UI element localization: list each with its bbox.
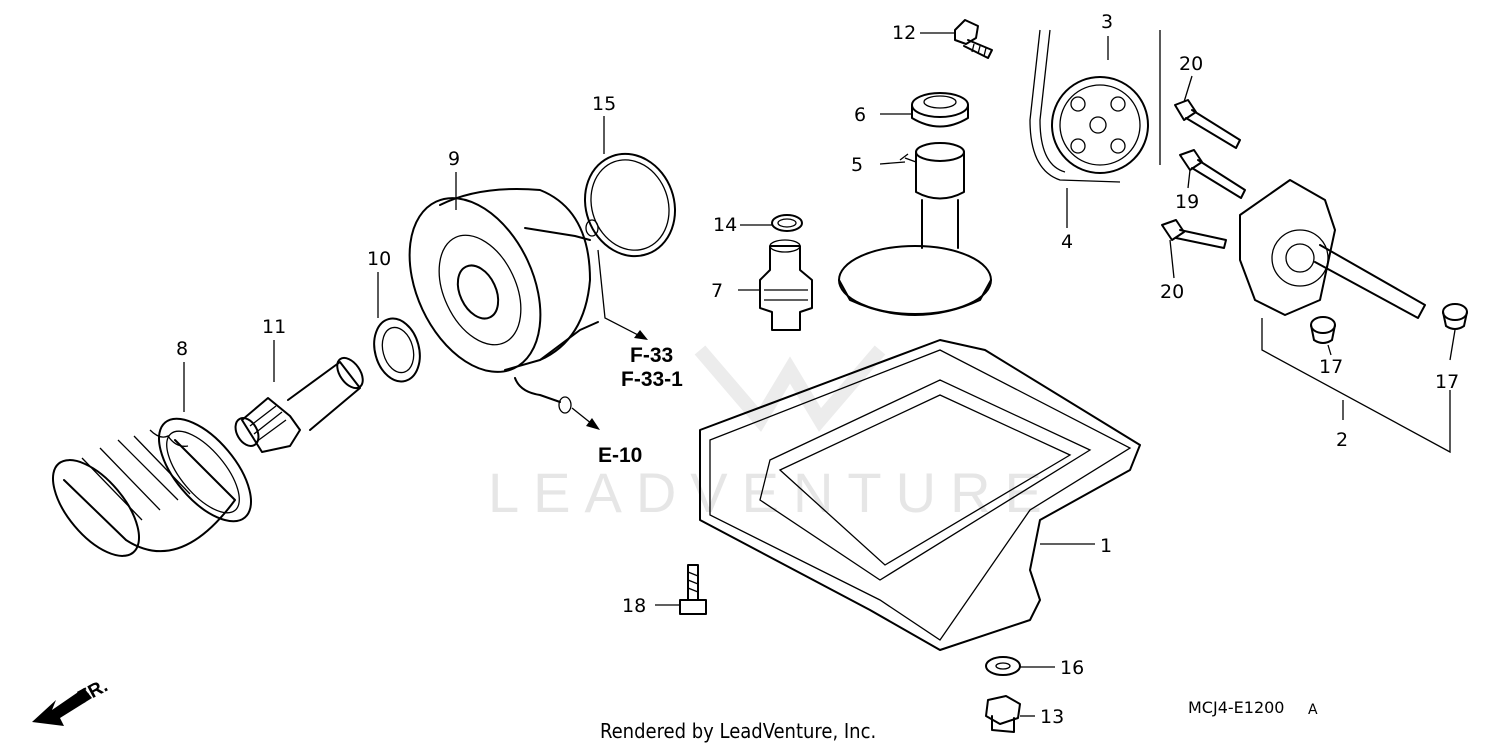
label-part-20b[interactable]: 20 — [1160, 281, 1184, 303]
arrow-f33-icon — [634, 330, 648, 340]
label-part-3[interactable]: 3 — [1101, 11, 1113, 33]
part-6-seal[interactable] — [911, 92, 969, 128]
label-part-13[interactable]: 13 — [1040, 706, 1064, 728]
label-part-4[interactable]: 4 — [1061, 231, 1073, 253]
label-part-18[interactable]: 18 — [622, 595, 646, 617]
part-16-washer[interactable] — [985, 656, 1021, 676]
label-part-1[interactable]: 1 — [1100, 535, 1112, 557]
label-part-19[interactable]: 19 — [1175, 191, 1199, 213]
diagram-revision: A — [1308, 702, 1318, 718]
part-20-bolt-lower[interactable] — [1161, 219, 1227, 249]
part-8-oil-filter[interactable] — [37, 403, 268, 570]
part-15-o-ring[interactable] — [571, 141, 689, 269]
part-5-oil-strainer[interactable] — [838, 142, 992, 316]
front-direction: FR. — [32, 676, 111, 726]
front-arrow-icon — [32, 688, 92, 726]
label-part-12[interactable]: 12 — [892, 22, 916, 44]
ref-f33[interactable]: F-33 — [630, 344, 673, 367]
label-part-14[interactable]: 14 — [713, 214, 737, 236]
label-part-11[interactable]: 11 — [262, 316, 286, 338]
label-part-7[interactable]: 7 — [711, 280, 723, 302]
watermark: LEADVENTURE — [488, 345, 1056, 524]
part-2-oil-pump[interactable] — [1239, 179, 1426, 319]
part-17-dowel-pin-a[interactable] — [1310, 316, 1336, 344]
part-1-oil-pan[interactable] — [699, 339, 1141, 651]
footer-credit: Rendered by LeadVenture, Inc. — [600, 719, 876, 743]
leader-lines — [183, 32, 1456, 717]
part-19-bolt[interactable] — [1179, 149, 1246, 199]
label-part-20a[interactable]: 20 — [1179, 53, 1203, 75]
ref-e10[interactable]: E-10 — [598, 444, 642, 467]
part-17-dowel-pin-b[interactable] — [1442, 303, 1468, 330]
reference-labels: F-33 F-33-1 E-10 — [598, 344, 683, 467]
part-12-bolt[interactable] — [954, 19, 993, 59]
label-part-15[interactable]: 15 — [592, 93, 616, 115]
part-14-washer[interactable] — [771, 214, 803, 232]
part-20-bolt-upper[interactable] — [1174, 99, 1241, 149]
arrow-e10-icon — [586, 418, 600, 430]
label-part-9[interactable]: 9 — [448, 148, 460, 170]
part-4-cam-chain[interactable] — [1029, 29, 1161, 183]
label-part-17a[interactable]: 17 — [1319, 356, 1343, 378]
label-part-6[interactable]: 6 — [854, 104, 866, 126]
diagram-code: MCJ4-E1200 — [1188, 698, 1284, 717]
label-part-16[interactable]: 16 — [1060, 657, 1084, 679]
ref-f33-1[interactable]: F-33-1 — [621, 368, 683, 391]
watermark-text: LEADVENTURE — [488, 461, 1056, 524]
part-11-oil-bolt[interactable] — [231, 353, 368, 453]
label-part-10[interactable]: 10 — [367, 248, 391, 270]
watermark-logo-icon — [694, 345, 886, 432]
part-9-oil-cooler[interactable] — [384, 177, 599, 414]
part-13-drain-bolt[interactable] — [985, 695, 1021, 733]
part-labels: 1 2 3 4 5 6 7 8 9 10 11 12 13 14 15 16 1… — [176, 11, 1459, 728]
label-part-2[interactable]: 2 — [1336, 429, 1348, 451]
part-3-sprocket[interactable] — [1051, 76, 1149, 174]
label-part-17b[interactable]: 17 — [1435, 371, 1459, 393]
part-7-pressure-switch[interactable] — [759, 239, 813, 331]
label-part-8[interactable]: 8 — [176, 338, 188, 360]
part-18-bolt[interactable] — [679, 564, 707, 615]
label-part-5[interactable]: 5 — [851, 154, 863, 176]
part-10-o-ring[interactable] — [367, 313, 426, 386]
